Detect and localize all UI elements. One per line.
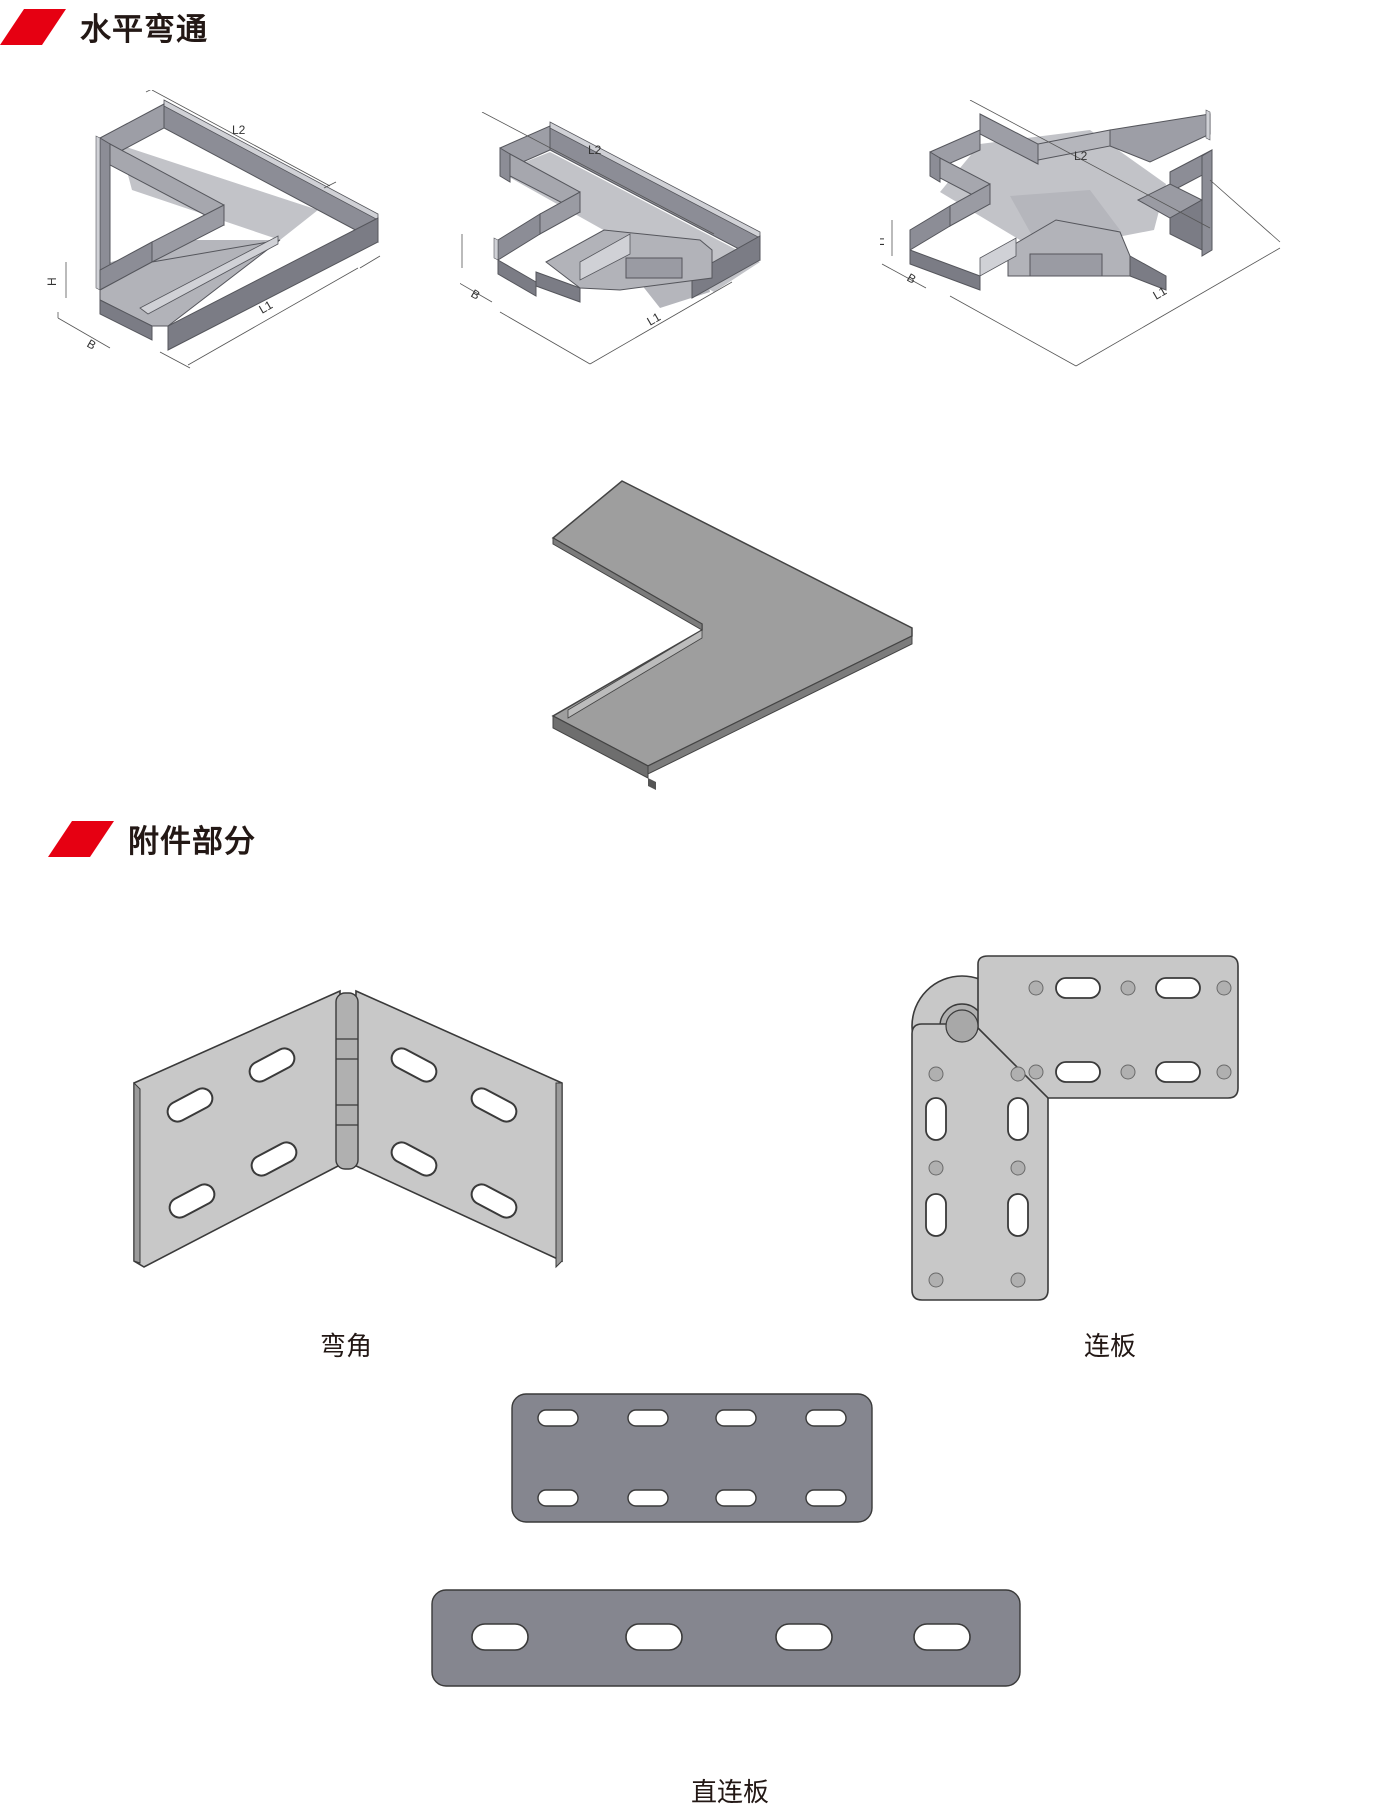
elbow-label-l2: L2 [232, 123, 246, 137]
elbow-front-wall [139, 235, 279, 315]
cross-label-b: B [905, 270, 919, 286]
cross-back-wall-right [1109, 113, 1211, 163]
cross-tray-drawing: L2 L1 B H [880, 100, 1281, 367]
tee-tray-drawing: L2 L1 B H [460, 112, 761, 365]
corner-bracket-drawing [133, 989, 563, 1269]
corner-right-plate [353, 989, 563, 1263]
section-title-accessories: 附件部分 [128, 824, 256, 860]
red-slash-icon [0, 8, 66, 45]
caption-link-plate: 连板 [1083, 1332, 1136, 1362]
elbow-label-h: H [45, 277, 59, 286]
section-header-accessories: 附件部分 [48, 816, 256, 861]
section-title-bends: 水平弯通 [80, 12, 208, 48]
cross-label-h: H [880, 237, 887, 246]
link-plate-drawing [911, 955, 1239, 1301]
caption-straight-plate: 直连板 [690, 1778, 769, 1808]
red-slash-icon [48, 820, 114, 857]
cover-top [551, 480, 913, 767]
straight-plate-long-drawing [431, 1589, 1021, 1687]
tee-label-l1: L1 [645, 310, 664, 329]
section-header-bends: 水平弯通 [0, 4, 208, 49]
elbow-label-l1: L1 [257, 298, 276, 317]
tee-label-l2: L2 [588, 143, 602, 157]
straight-plate-short-drawing [511, 1393, 873, 1523]
cross-label-l2: L2 [1074, 149, 1088, 163]
elbow-right-end [167, 217, 379, 351]
corner-hinge [335, 992, 359, 1170]
cross-back-wall-left [979, 113, 1039, 165]
elbow-label-b: B [85, 336, 99, 352]
caption-corner: 弯角 [319, 1332, 372, 1362]
corner-left-plate [133, 989, 341, 1268]
elbow-cover-drawing [551, 480, 913, 790]
elbow-tray-drawing: L2 L1 B H [45, 90, 381, 369]
tee-label-b: B [469, 286, 483, 302]
cross-label-l1: L1 [1151, 284, 1170, 303]
elbow-floor [120, 145, 318, 240]
